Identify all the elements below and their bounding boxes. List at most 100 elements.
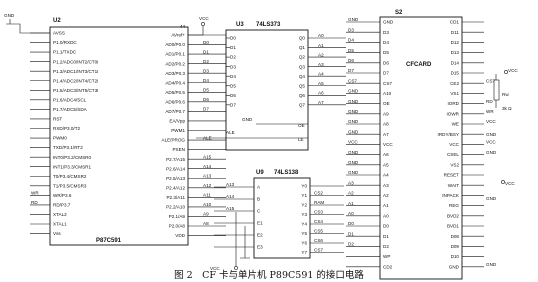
vcc-resistor: VCC <box>508 68 518 73</box>
s2R-net-6: CS7 <box>486 78 495 83</box>
u2R-label-11: ALE/PROG <box>162 138 186 143</box>
u2R-net-4: D3 <box>203 68 209 73</box>
s2L-net-6: CS7 <box>348 78 357 83</box>
s2L-net-0: GND <box>348 17 359 22</box>
u9R-net-3: CS3 <box>314 210 323 215</box>
u2L-label-1: P1.0/RXDC <box>53 40 77 45</box>
u2L-label-13: INT0/P3.2/CMSR0 <box>53 155 91 160</box>
u3R-net-2: A2 <box>318 52 324 57</box>
u2-part: P87C591 <box>96 238 122 244</box>
s2L-label-5: D7 <box>383 71 389 76</box>
u2-vcc-label: VCC <box>199 16 209 21</box>
u3R-label-1: Q1 <box>299 45 306 50</box>
u2-ref: U2 <box>53 18 61 24</box>
u2R-net-8: D7 <box>203 107 209 112</box>
u3L-label-3: D3 <box>230 64 236 69</box>
u3R-label-0: Q0 <box>299 36 306 41</box>
u2R-net-5: D4 <box>203 78 209 83</box>
u2R-label-12: PSEN <box>172 147 185 152</box>
s2R-net-10: VCC <box>486 119 496 124</box>
s2R-label-22: D09 <box>451 244 460 249</box>
s2L-label-13: A6 <box>383 152 389 157</box>
s2R-label-1: D11 <box>451 30 460 35</box>
s2L-label-21: D1 <box>383 234 389 239</box>
u2L-net-17: WR <box>31 191 39 196</box>
u2R-net-18: A10 <box>203 202 212 207</box>
s2R-net-24: GND <box>486 262 497 267</box>
s2L-net-10: GND <box>348 119 359 124</box>
u3L-label-1: D1 <box>230 45 236 50</box>
s2R-label-3: D13 <box>451 50 460 55</box>
s2L-net-5: D7 <box>348 68 354 73</box>
u9R-net-6: CS6 <box>314 238 323 243</box>
s2R-label-24: GND <box>449 264 460 269</box>
u3R-label-7: Q7 <box>299 102 306 107</box>
u9R-label-7: Y7 <box>301 250 307 255</box>
u9L-label-2: C <box>257 209 261 214</box>
u2L-label-17: WR/P3.6 <box>53 193 72 198</box>
s2L-label-9: A9 <box>383 111 389 116</box>
s2R-label-16: WAIT <box>448 183 460 188</box>
s2L-net-14: GND <box>348 160 359 165</box>
u2R-label-14: P2.6/A14 <box>166 166 185 171</box>
u2R-net-6: D5 <box>203 88 209 93</box>
s2L-net-13: GND <box>348 150 359 155</box>
u2L-label-16: T1/P3.5/CMSR3 <box>53 183 87 188</box>
u3R-net-0: A0 <box>318 33 324 38</box>
u3R-net-1: A1 <box>318 43 324 48</box>
s2L-net-21: D1 <box>348 231 354 236</box>
resistor-label: Rw <box>502 92 509 97</box>
u3L-label-5: D5 <box>230 83 236 88</box>
u9-part: 74LS138 <box>274 170 299 176</box>
s2R-label-14: VS2 <box>450 162 459 167</box>
s2R-label-15: RESET <box>444 173 460 178</box>
s2L-net-15: GND <box>348 170 359 175</box>
s2L-label-6: CS7 <box>383 81 392 86</box>
u9R-net-1: CS2 <box>314 191 323 196</box>
u3R-label-6: Q6 <box>299 93 306 98</box>
s2L-label-4: D6 <box>383 60 389 65</box>
u3-ref: U3 <box>236 22 244 28</box>
s2L-label-22: D2 <box>383 244 389 249</box>
s2R-net-8: RD <box>486 99 493 104</box>
u2R-label-2: AD1/P0.1 <box>165 52 185 57</box>
u2L-label-8: P1.7/ADC5/SDA <box>53 107 88 112</box>
u2L-label-7: P1.6/ADC4/SCL <box>53 97 87 102</box>
u9R-label-1: Y1 <box>301 193 307 198</box>
u2R-net-15: A13 <box>203 173 212 178</box>
u3R-net-5: A5 <box>318 81 324 86</box>
s2L-net-12: VCC <box>348 140 358 145</box>
s2R-label-7: VS1 <box>450 91 459 96</box>
u2R-label-17: P2.3/A11 <box>166 195 185 200</box>
u9R-label-4: Y4 <box>301 222 307 227</box>
u2R-label-5: AD4/P0.4 <box>165 80 185 85</box>
s2R-label-13: CSEL <box>447 152 459 157</box>
u3L-label-6: D6 <box>230 93 236 98</box>
s2L-label-15: A4 <box>383 173 389 178</box>
s2R-label-18: REG <box>449 203 459 208</box>
u2L-label-14: INT1/P3.3/CMSR1 <box>53 164 91 169</box>
u2R-label-15: P2.5/A13 <box>166 176 185 181</box>
s2R-label-19: BVD2 <box>447 213 459 218</box>
u2-left-pins: AVSSP1.0/RXDCP1.1/TXDCP1.2/ADC0/INT2/CT0… <box>30 31 98 236</box>
u2L-label-10: RXD/P3.0/T2 <box>53 126 81 131</box>
u2R-label-21: VDD <box>175 233 185 238</box>
s2R-label-10: WE <box>452 122 459 127</box>
gnd-right-2: GND <box>486 132 497 137</box>
s2L-net-3: D5 <box>348 48 354 53</box>
u2R-net-16: A12 <box>203 183 212 188</box>
u2R-label-1: AD0/P0.0 <box>165 42 185 47</box>
s2L-net-11: GND <box>348 129 359 134</box>
u2R-label-13: P2.7/A15 <box>166 157 185 162</box>
s2L-label-10: A8 <box>383 122 389 127</box>
u9R-net-5: CS5 <box>314 229 323 234</box>
s2L-net-22: D2 <box>348 242 354 247</box>
s2L-net-8: GND <box>348 99 359 104</box>
u2L-label-15: T0/P3.4/CMSR2 <box>53 174 87 179</box>
u2R-net-19: A9 <box>203 212 209 217</box>
resistor-value: 3k Ω <box>502 106 512 111</box>
s2R-label-5: D15 <box>451 71 460 76</box>
s2R-label-11: IRDY/BSY <box>438 132 459 137</box>
